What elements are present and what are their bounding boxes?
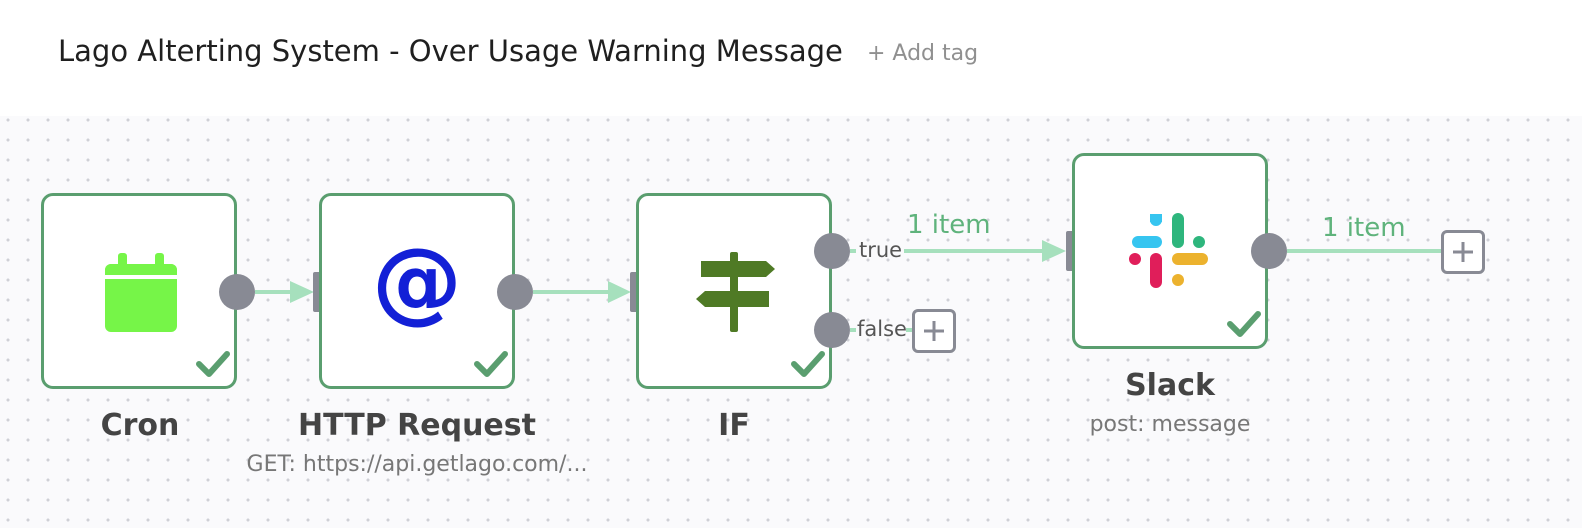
if-to-slack-item-count: 1 item [907,210,991,240]
slack-output-handle[interactable] [1251,233,1287,269]
node-label-slack: Slack [1125,368,1215,403]
node-slack[interactable] [1072,153,1268,349]
node-label-if: IF [718,408,750,443]
connection-if-true-to-slack[interactable] [850,240,1066,262]
node-http-request[interactable]: @ [319,193,515,389]
connection-cron-to-http[interactable] [255,281,314,303]
success-check-icon [474,351,508,377]
if-false-output-handle[interactable] [814,312,850,348]
plus-icon [1453,242,1473,262]
success-check-icon [196,351,230,377]
calendar-icon [105,253,177,332]
node-cron[interactable] [41,193,237,389]
success-check-icon [791,351,825,377]
if-true-label: true [859,238,903,262]
slack-out-item-count: 1 item [1322,213,1406,243]
signpost-icon [696,252,775,332]
http-output-handle[interactable] [497,274,533,310]
workflow-header: Lago Alterting System - Over Usage Warni… [0,0,1582,116]
cron-output-handle[interactable] [219,274,255,310]
workflow-title[interactable]: Lago Alterting System - Over Usage Warni… [58,34,843,68]
node-if[interactable] [636,193,832,389]
plus-icon [924,321,944,341]
success-check-icon [1227,311,1261,337]
svg-text:@: @ [372,229,462,334]
add-tag-button[interactable]: + Add tag [867,41,979,66]
slack-logo-icon [1129,213,1208,288]
node-subtitle-http-request: GET: https://api.getlago.com/... [246,452,588,477]
add-node-button-slack[interactable] [1441,230,1485,274]
node-label-http-request: HTTP Request [298,408,536,443]
node-label-cron: Cron [100,408,180,443]
node-subtitle-slack: post: message [1089,412,1251,437]
if-false-label: false [857,317,907,341]
connection-http-to-if[interactable] [533,281,631,303]
at-sign-icon: @ [372,229,462,334]
add-node-button-if-false[interactable] [912,309,956,353]
if-true-output-handle[interactable] [814,233,850,269]
